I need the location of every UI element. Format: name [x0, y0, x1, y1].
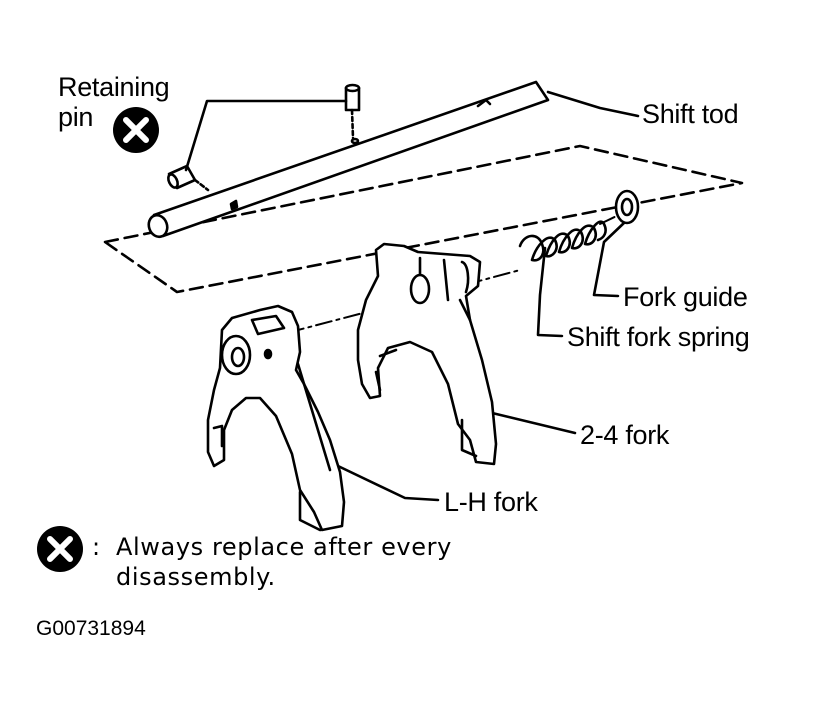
shift-rod-label: Shift tod [642, 99, 739, 129]
fork-guide [614, 189, 640, 225]
fork-lh-label: L-H fork [444, 487, 538, 517]
fork-2-4-leader [486, 410, 577, 435]
fork-2-4 [356, 242, 498, 466]
retaining-pin-label-line1: Retaining [58, 72, 170, 102]
shift-rod [147, 80, 550, 239]
retaining-pin-angled [167, 164, 210, 192]
assembly-plane-outline [103, 144, 744, 294]
shift-fork-spring-label: Shift fork spring [567, 322, 750, 352]
retaining-pin-leader [184, 99, 348, 172]
fork-guide-leader [592, 220, 627, 298]
shift-rod-leader [546, 90, 640, 118]
legend-text-line2: disassembly. [116, 563, 276, 591]
legend-text-line1: Always replace after every [116, 533, 452, 561]
retaining-pin-vertical [344, 83, 361, 140]
legend-x-icon [37, 526, 83, 572]
fork-guide-label: Fork guide [623, 282, 748, 312]
replace-x-icon [113, 107, 159, 153]
legend-separator: : [92, 533, 101, 561]
fork-2-4-label: 2-4 fork [580, 420, 670, 450]
retaining-pin-label-line2: pin [58, 102, 94, 132]
fork-lh [206, 304, 346, 532]
fork-lh-leader [336, 464, 440, 502]
shift-fork-spring [518, 220, 607, 262]
figure-code: G00731894 [36, 617, 146, 640]
shift-fork-spring-leader [536, 246, 564, 338]
